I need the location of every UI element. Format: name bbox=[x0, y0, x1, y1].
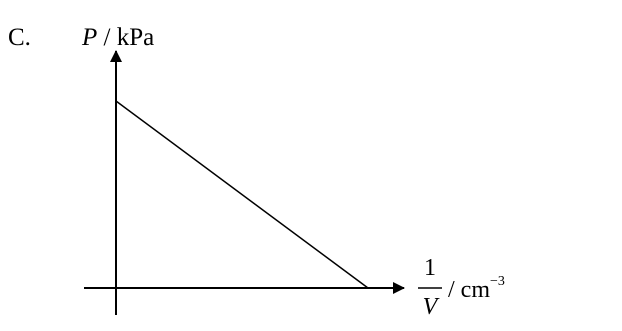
x-axis-unit-exponent: −3 bbox=[490, 274, 505, 289]
x-axis-numerator: 1 bbox=[424, 255, 436, 281]
y-axis-unit: kPa bbox=[117, 24, 155, 51]
x-axis-label: 1 V / cm−3 bbox=[418, 255, 505, 320]
y-axis-symbol: P bbox=[81, 24, 97, 51]
x-axis-separator: / bbox=[448, 277, 461, 303]
x-axis-denominator: V bbox=[423, 294, 440, 320]
y-axis-label: P / kPa bbox=[81, 24, 154, 51]
y-axis-separator: / bbox=[97, 24, 116, 51]
option-letter: C. bbox=[8, 24, 31, 51]
x-axis-unit: cm bbox=[461, 277, 491, 303]
x-axis-unit-text: / cm−3 bbox=[448, 274, 505, 303]
series-line bbox=[115, 100, 369, 289]
